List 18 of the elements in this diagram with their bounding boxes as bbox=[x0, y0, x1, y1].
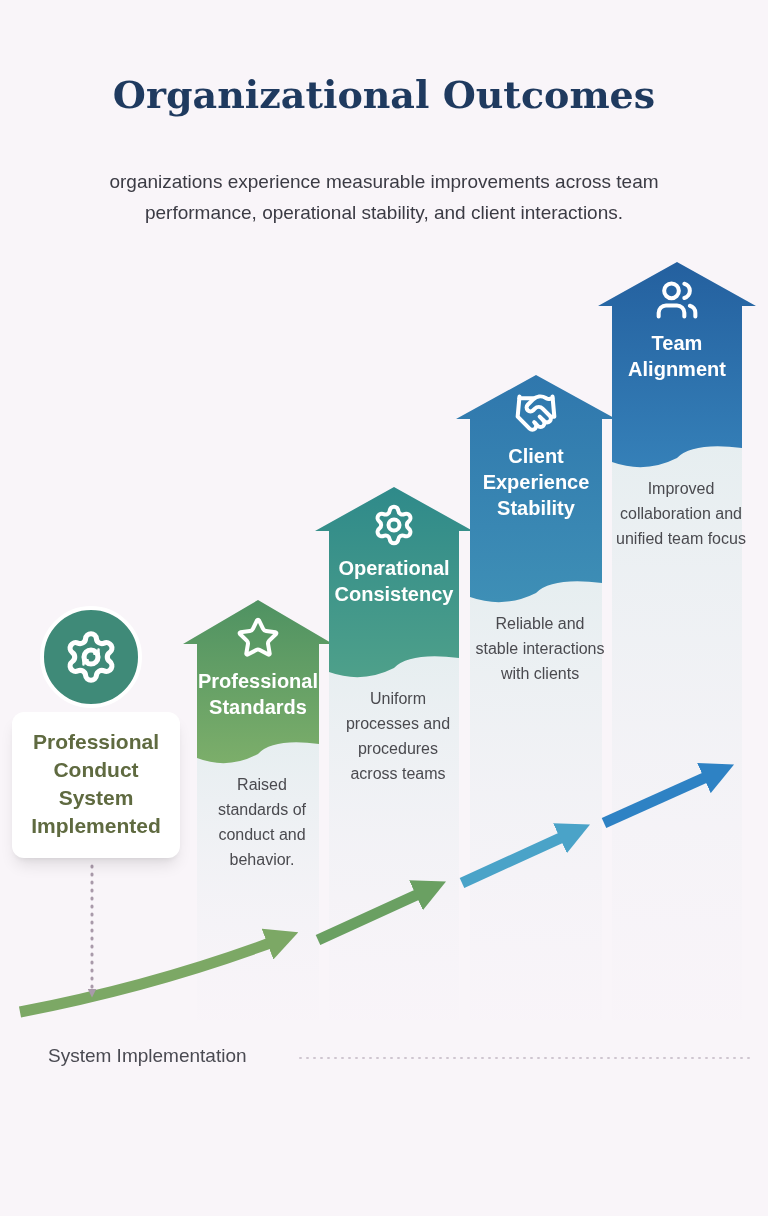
dotted-arrow bbox=[87, 864, 97, 998]
column-description: Improved collaboration and unified team focus bbox=[616, 479, 746, 549]
outcome-heading: Professional Conduct System Implemented bbox=[30, 729, 162, 839]
column-description: Uniform processes and procedures across teams bbox=[344, 689, 452, 784]
column-heading: Professional Standards bbox=[197, 669, 319, 720]
axis-label: System Implementation bbox=[48, 1044, 247, 1068]
column-heading: Client Experience Stability bbox=[481, 444, 591, 521]
growth-arrow bbox=[18, 928, 299, 1018]
intro-paragraph: organizations experience measurable improvements across team performance, operational stability, and client interactions. bbox=[108, 170, 660, 225]
title: Organizational Outcomes bbox=[111, 71, 657, 119]
column-heading: Operational Consistency bbox=[333, 556, 455, 607]
column-description: Raised standards of conduct and behavior. bbox=[216, 775, 308, 870]
growth-arrow bbox=[315, 880, 446, 945]
growth-arrow bbox=[601, 763, 735, 828]
start-card bbox=[12, 712, 180, 858]
growth-arrow bbox=[459, 823, 590, 888]
column-heading: Team Alignment bbox=[627, 331, 727, 382]
column-description: Reliable and stable interactions with clients bbox=[474, 614, 606, 684]
